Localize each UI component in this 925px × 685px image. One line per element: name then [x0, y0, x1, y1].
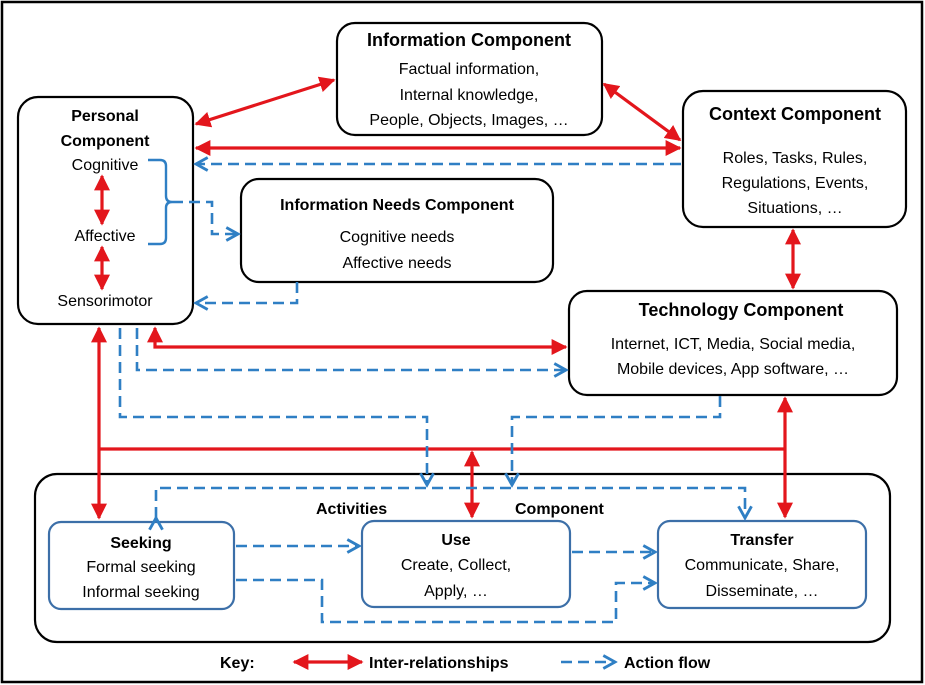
information-line-1: Factual information,: [399, 61, 540, 78]
activities-label: Activities: [316, 501, 387, 518]
key-action-flow-label: Action flow: [624, 655, 711, 672]
blue-arrow-seeking-to-transfer: [236, 580, 655, 624]
blue-arrow-activities-seeking-transfer: [156, 486, 745, 518]
seeking-title: Seeking: [110, 535, 171, 552]
blue-arrow-personal-to-technology: [135, 328, 566, 370]
seeking-line-2: Informal seeking: [82, 584, 199, 601]
use-line-1: Create, Collect,: [401, 557, 511, 574]
information-component-title: Information Component: [367, 30, 571, 50]
information-line-2: Internal knowledge,: [400, 87, 539, 104]
information-component-box: [335, 21, 604, 137]
transfer-title: Transfer: [730, 532, 793, 549]
personal-component-title-2: Component: [61, 133, 151, 150]
needs-line-2: Affective needs: [342, 255, 451, 272]
technology-component-title: Technology Component: [639, 300, 844, 320]
activities-component-box: [33, 472, 892, 644]
affective-label: Affective: [74, 228, 135, 245]
use-line-2: Apply, …: [424, 583, 488, 600]
information-needs-component-box: [239, 177, 555, 284]
personal-component-title-1: Personal: [71, 108, 139, 125]
context-component-title: Context Component: [709, 104, 881, 124]
blue-arrow-bracket-to-needs: [172, 200, 238, 234]
technology-line-1: Internet, ICT, Media, Social media,: [611, 336, 856, 353]
seeking-box: [47, 520, 236, 611]
red-arrow-information-context: [602, 82, 682, 142]
context-line-3: Situations, …: [747, 200, 842, 217]
red-arrow-personal-information: [194, 76, 336, 128]
technology-line-2: Mobile devices, App software, …: [617, 361, 849, 378]
technology-component-box: [567, 289, 899, 397]
transfer-box: [656, 519, 868, 610]
transfer-line-2: Disseminate, …: [706, 583, 819, 600]
use-title: Use: [441, 532, 470, 549]
context-component-box: [681, 89, 908, 229]
cognitive-label: Cognitive: [72, 157, 139, 174]
context-line-2: Regulations, Events,: [722, 175, 869, 192]
needs-line-1: Cognitive needs: [340, 229, 455, 246]
blue-arrow-needs-to-personal: [196, 282, 299, 303]
seeking-line-1: Formal seeking: [86, 559, 195, 576]
information-line-3: People, Objects, Images, …: [369, 112, 568, 129]
red-arrow-personal-technology: [147, 326, 568, 355]
key-label: Key:: [220, 655, 255, 672]
information-needs-title: Information Needs Component: [280, 197, 514, 214]
blue-arrow-personal-to-activities: [118, 328, 427, 485]
activities-component-label: Component: [515, 501, 605, 518]
transfer-line-1: Communicate, Share,: [685, 557, 840, 574]
key-inter-relationship-label: Inter-relationships: [369, 655, 509, 672]
context-line-1: Roles, Tasks, Rules,: [723, 150, 868, 167]
sensorimotor-label: Sensorimotor: [57, 293, 153, 310]
blue-arrow-technology-to-activities: [512, 396, 722, 485]
